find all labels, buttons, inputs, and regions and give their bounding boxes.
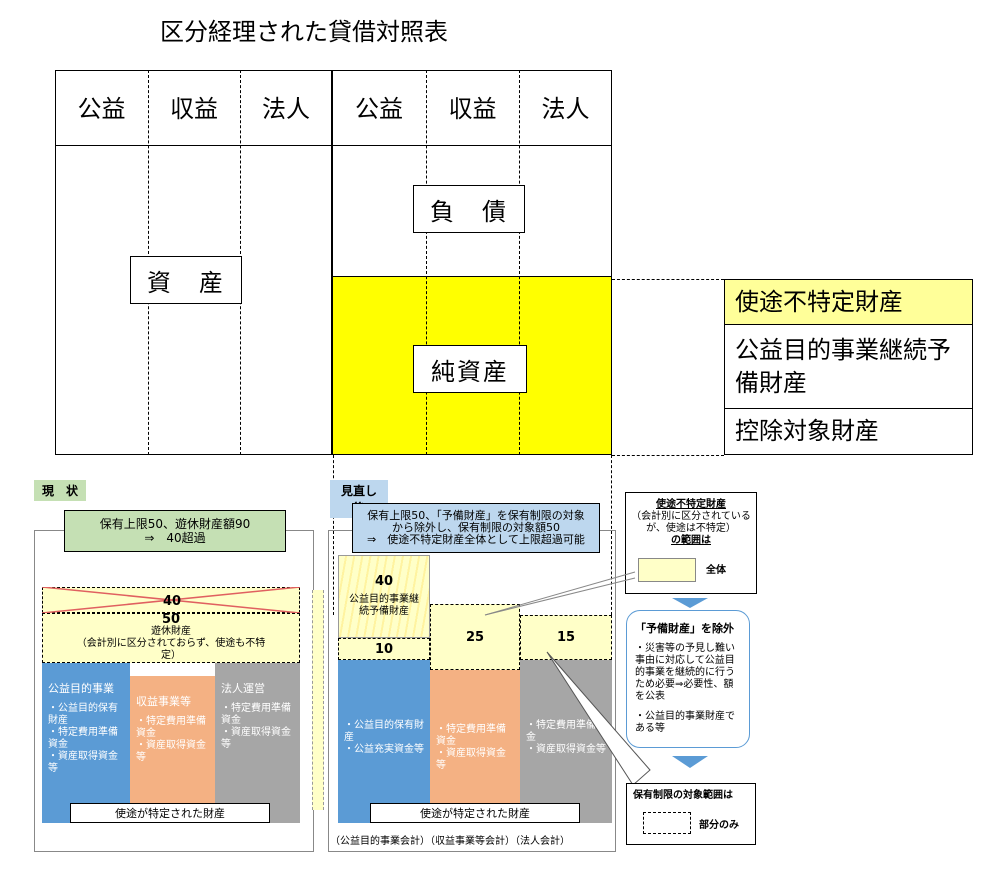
revised-footer: 使途が特定された財産 xyxy=(370,803,580,823)
callout-triangle xyxy=(546,651,651,786)
down-arrow-icon xyxy=(672,598,708,608)
col-item: ・特定費用準備資金 xyxy=(136,716,206,739)
revised-col-shueki: ・特定費用準備資金 ・資産取得資金等 xyxy=(430,670,520,823)
col-title: 収益事業等 xyxy=(136,695,191,708)
side-item-reserve: 公益目的事業継続予備財産 xyxy=(724,325,973,409)
revised-note-line: ⇒ 使途不特定財産全体として上限超過可能 xyxy=(367,533,585,546)
callout-line xyxy=(484,571,636,616)
col-item: ・特定費用準備資金 xyxy=(436,724,506,747)
legend-label: 全体 xyxy=(706,565,726,576)
excess-value: 40 xyxy=(162,593,182,609)
side-item-label: 使途不特定財産 xyxy=(735,287,903,316)
col-item: ・資産取得資金等 xyxy=(526,744,606,755)
col-item: ・公益目的保有財産 xyxy=(344,720,424,743)
connector-line xyxy=(612,455,724,456)
target-scope-label: 部分のみ xyxy=(699,820,739,831)
current-footer: 使途が特定された財産 xyxy=(70,803,270,823)
exclusion-item: ・公益目的事業財産である等 xyxy=(635,711,735,734)
assets-label: 資 産 xyxy=(130,256,242,304)
assets-table xyxy=(55,70,332,455)
side-item-label: 控除対象財産 xyxy=(735,417,879,445)
current-col-koueki: 公益目的事業 ・公益目的保有財産 ・特定費用準備資金 ・資産取得資金等 xyxy=(42,663,130,823)
side-item-deductible: 控除対象財産 xyxy=(724,409,973,455)
col-item: ・特定費用準備資金 xyxy=(526,720,606,743)
revised-accounts: （公益目的事業会計）（収益事業等会計）（法人会計） xyxy=(330,836,570,847)
header-shueki-2: 収益 xyxy=(448,94,497,123)
liabilities-table xyxy=(332,70,612,455)
col-title: 公益目的事業 xyxy=(48,682,114,695)
col-item: ・公益充実資金等 xyxy=(344,744,424,755)
legend-swatch-dashed xyxy=(643,812,691,834)
guide-line xyxy=(611,455,612,615)
page-title: 区分経理された貸借対照表 xyxy=(160,18,448,46)
exclusion-title: 「予備財産」を除外 xyxy=(635,622,734,635)
scope-box-title: 使途不特定財産 xyxy=(656,499,726,510)
col-item: ・公益目的保有財産 xyxy=(48,703,118,726)
exclusion-box: 「予備財産」を除外 ・災害等の予見し難い事由に対応して公益目的事業を継続的に行う… xyxy=(626,610,750,748)
idle-assets-box: 50 遊休財産 （会計別に区分されておらず、使途も不特定） xyxy=(42,613,300,663)
col-item: ・資産取得資金等 xyxy=(436,748,506,771)
header-divider xyxy=(55,145,612,146)
current-note-line: ⇒ 40超過 xyxy=(144,531,206,545)
revised-note-line: から除外し、保有制限の対象額50 xyxy=(392,521,560,534)
idle-label: 遊休財産 xyxy=(151,626,191,637)
current-col-shueki: 収益事業等 ・特定費用準備資金 ・資産取得資金等 xyxy=(130,676,215,823)
current-tag: 現 状 xyxy=(34,480,86,501)
revised-note: 保有上限50、「予備財産」を保有制限の対象 から除外し、保有制限の対象額50 ⇒… xyxy=(352,503,600,553)
col-item: ・資産取得資金等 xyxy=(136,740,206,763)
idle-value: 50 xyxy=(161,612,181,627)
column-divider xyxy=(426,70,427,455)
scope-box-note: （会計別に区分されているが、使途は不特定） xyxy=(631,511,751,534)
col-item: ・資産取得資金等 xyxy=(221,727,291,750)
col-item: ・特定費用準備資金 xyxy=(48,727,118,750)
col-item: ・資産取得資金等 xyxy=(48,751,118,774)
current-col-hojin: 法人運営 ・特定費用準備資金 ・資産取得資金等 xyxy=(215,663,300,823)
reserve-value: 40 xyxy=(374,573,394,589)
side-item-label: 公益目的事業継続予備財産 xyxy=(735,335,951,397)
cross-out-icon xyxy=(42,587,300,613)
value-box-25: 25 xyxy=(430,604,520,670)
connector-line xyxy=(612,279,724,280)
transition-arrow xyxy=(312,590,324,810)
header-koueki: 公益 xyxy=(77,94,126,123)
legend-swatch-yellow xyxy=(638,558,696,582)
column-divider xyxy=(519,70,520,455)
excess-box: 40 xyxy=(42,587,300,613)
reserve-label: 公益目的事業継続予備財産 xyxy=(349,593,419,617)
target-scope-title: 保有制限の対象範囲は xyxy=(633,790,733,801)
side-item-unrestricted: 使途不特定財産 xyxy=(724,279,973,325)
revised-note-line: 保有上限50、「予備財産」を保有制限の対象 xyxy=(367,509,585,522)
current-note-line: 保有上限50、遊休財産額90 xyxy=(99,517,251,531)
current-note: 保有上限50、遊休財産額90 ⇒ 40超過 xyxy=(64,510,286,552)
liabilities-label: 負 債 xyxy=(413,185,525,233)
revised-col-hojin: ・特定費用準備資金 ・資産取得資金等 xyxy=(520,660,612,823)
exclusion-item: ・災害等の予見し難い事由に対応して公益目的事業を継続的に行うため必要⇒必要性、額… xyxy=(635,643,735,702)
revised-col-koueki: ・公益目的保有財産 ・公益充実資金等 xyxy=(338,660,430,823)
header-koueki-2: 公益 xyxy=(355,94,403,123)
header-hojin: 法人 xyxy=(262,94,310,123)
idle-note: （会計別に区分されておらず、使途も不特定） xyxy=(76,638,266,661)
guide-line xyxy=(333,455,334,615)
reserve-box: 40 公益目的事業継続予備財産 xyxy=(338,555,430,638)
target-scope-box: 保有制限の対象範囲は 部分のみ xyxy=(626,783,756,845)
header-hojin-2: 法人 xyxy=(541,94,590,123)
down-arrow-icon xyxy=(672,756,708,768)
header-shueki: 収益 xyxy=(170,94,218,123)
col-title: 法人運営 xyxy=(221,682,265,695)
net-assets-label: 純資産 xyxy=(413,345,527,393)
value-box-10: 10 xyxy=(338,638,430,660)
value-box-15: 15 xyxy=(520,615,612,660)
scope-box-range: の範囲は xyxy=(671,535,711,546)
col-item: ・特定費用準備資金 xyxy=(221,703,291,726)
